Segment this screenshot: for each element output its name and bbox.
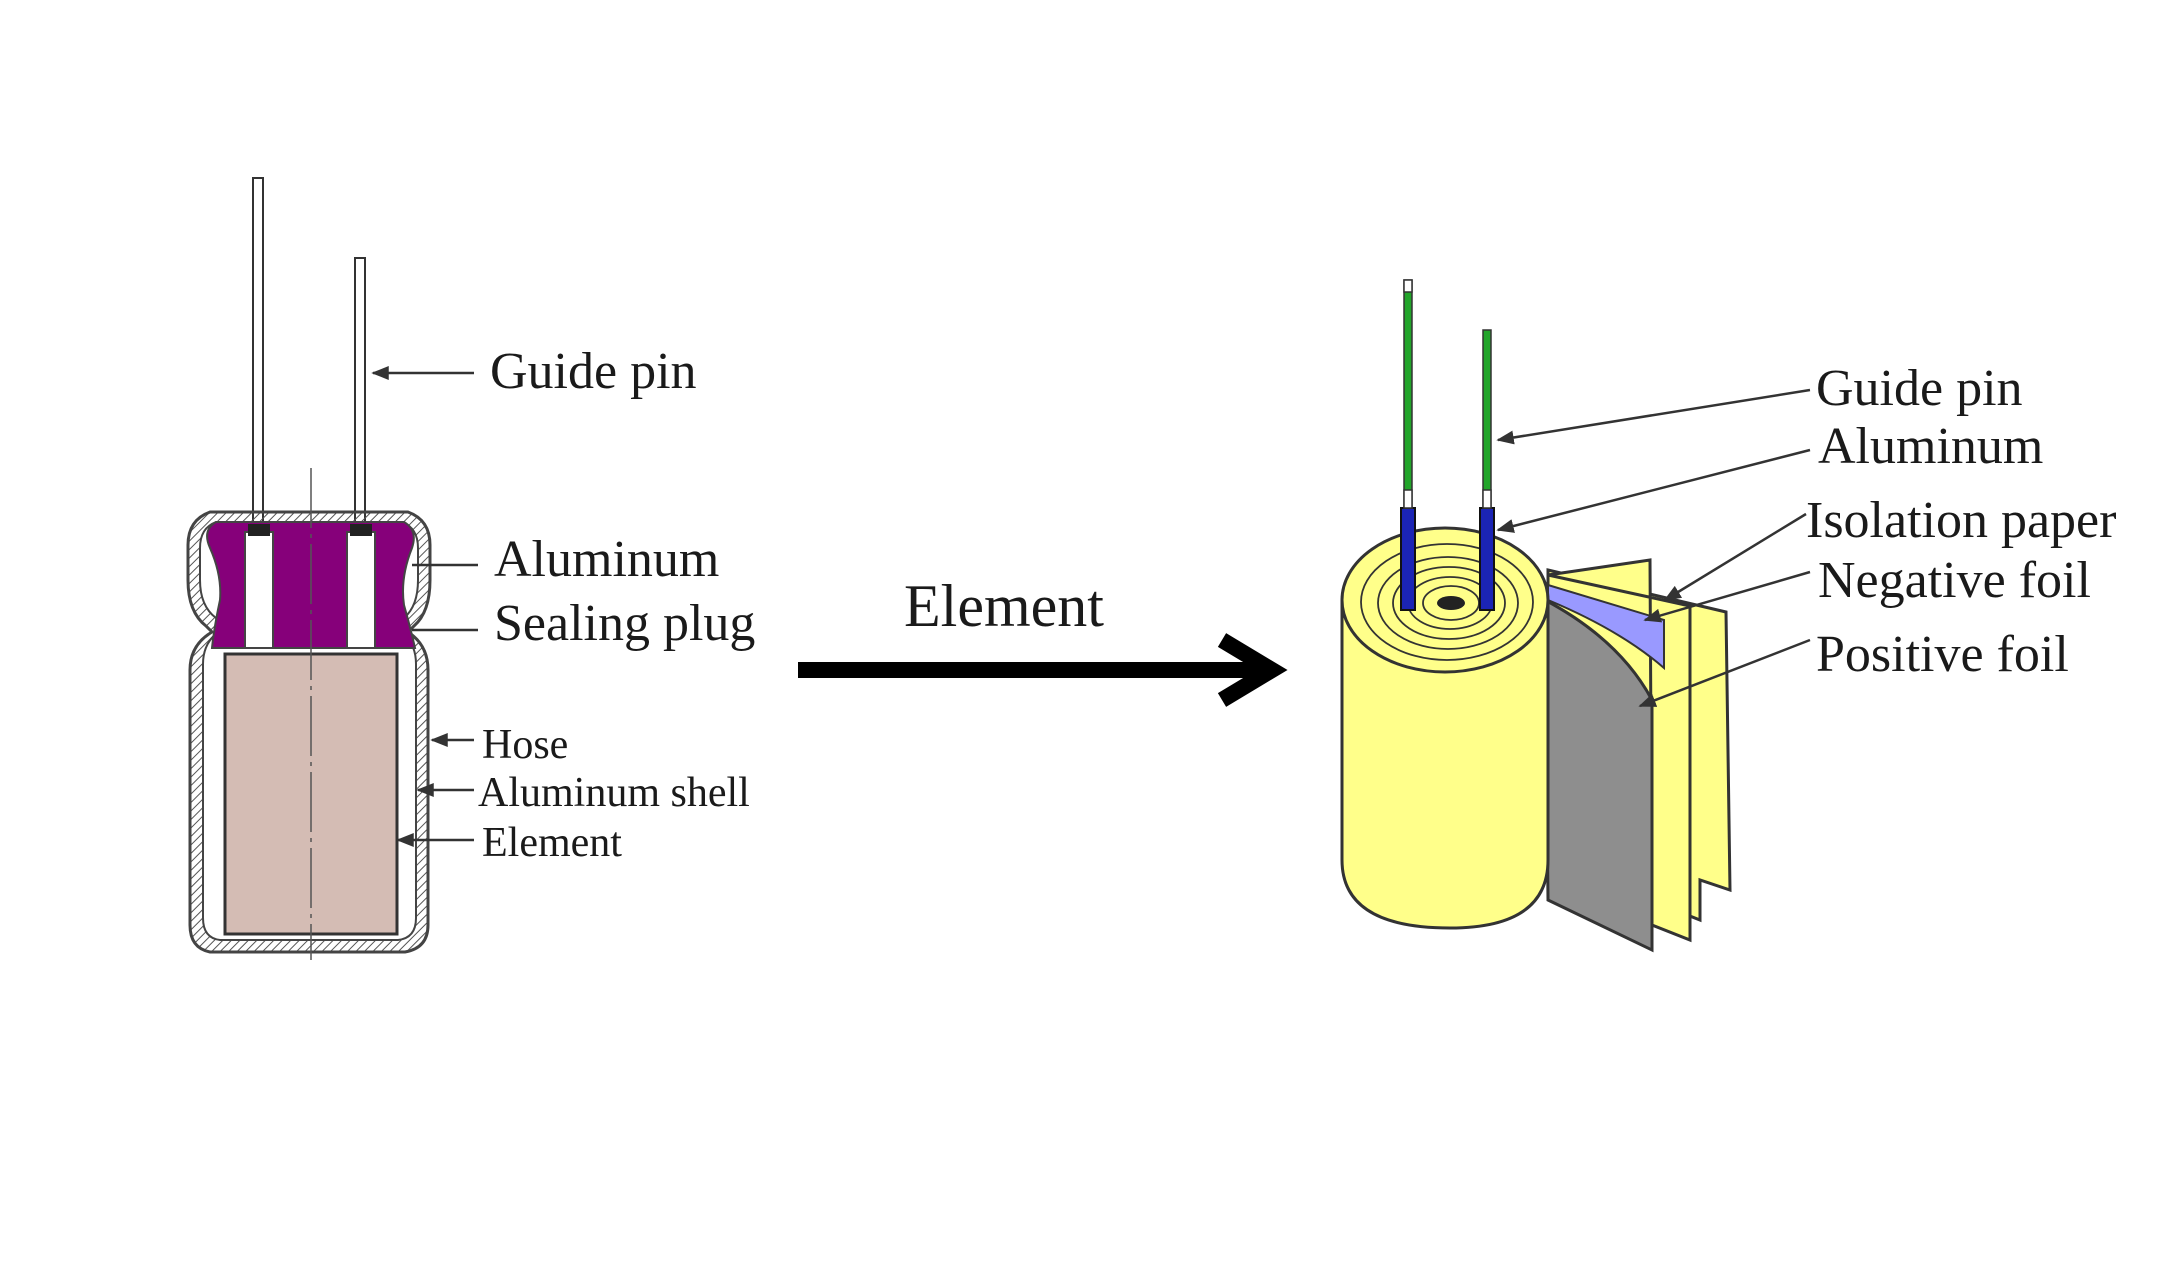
guide-pin-left xyxy=(252,177,264,529)
transition-arrow xyxy=(798,633,1288,707)
label-element-left: Element xyxy=(482,820,622,866)
aluminum-tab-left xyxy=(1400,507,1416,611)
label-positive-foil: Positive foil xyxy=(1816,626,2069,683)
arrow-label-element: Element xyxy=(904,573,1104,639)
wound-element xyxy=(1340,279,1732,953)
plug-hole-right xyxy=(346,531,376,649)
label-aluminum-right: Aluminum xyxy=(1818,418,2043,475)
roll-body xyxy=(1340,598,1550,930)
label-guide-pin-right: Guide pin xyxy=(1816,360,2023,417)
aluminum-tab-right xyxy=(1479,507,1495,611)
label-hose: Hose xyxy=(482,722,568,768)
negative-foil xyxy=(1547,583,1665,671)
guide-pin-green-left xyxy=(1403,279,1413,509)
left-leader-lines xyxy=(371,366,478,847)
label-negative-foil: Negative foil xyxy=(1818,552,2091,609)
guide-pin-green-right xyxy=(1482,329,1492,509)
label-aluminum-shell: Aluminum shell xyxy=(478,770,750,816)
label-guide-pin-left: Guide pin xyxy=(490,343,697,400)
guide-pin-right xyxy=(354,257,366,529)
plug-hole-left xyxy=(244,531,274,649)
right-leader-lines xyxy=(1496,388,1811,708)
label-aluminum-left: Aluminum xyxy=(494,531,719,588)
roll-core xyxy=(1437,596,1465,610)
capacitor-cross-section xyxy=(186,177,432,960)
label-isolation-paper: Isolation paper xyxy=(1806,492,2116,549)
label-sealing-plug: Sealing plug xyxy=(494,595,755,652)
